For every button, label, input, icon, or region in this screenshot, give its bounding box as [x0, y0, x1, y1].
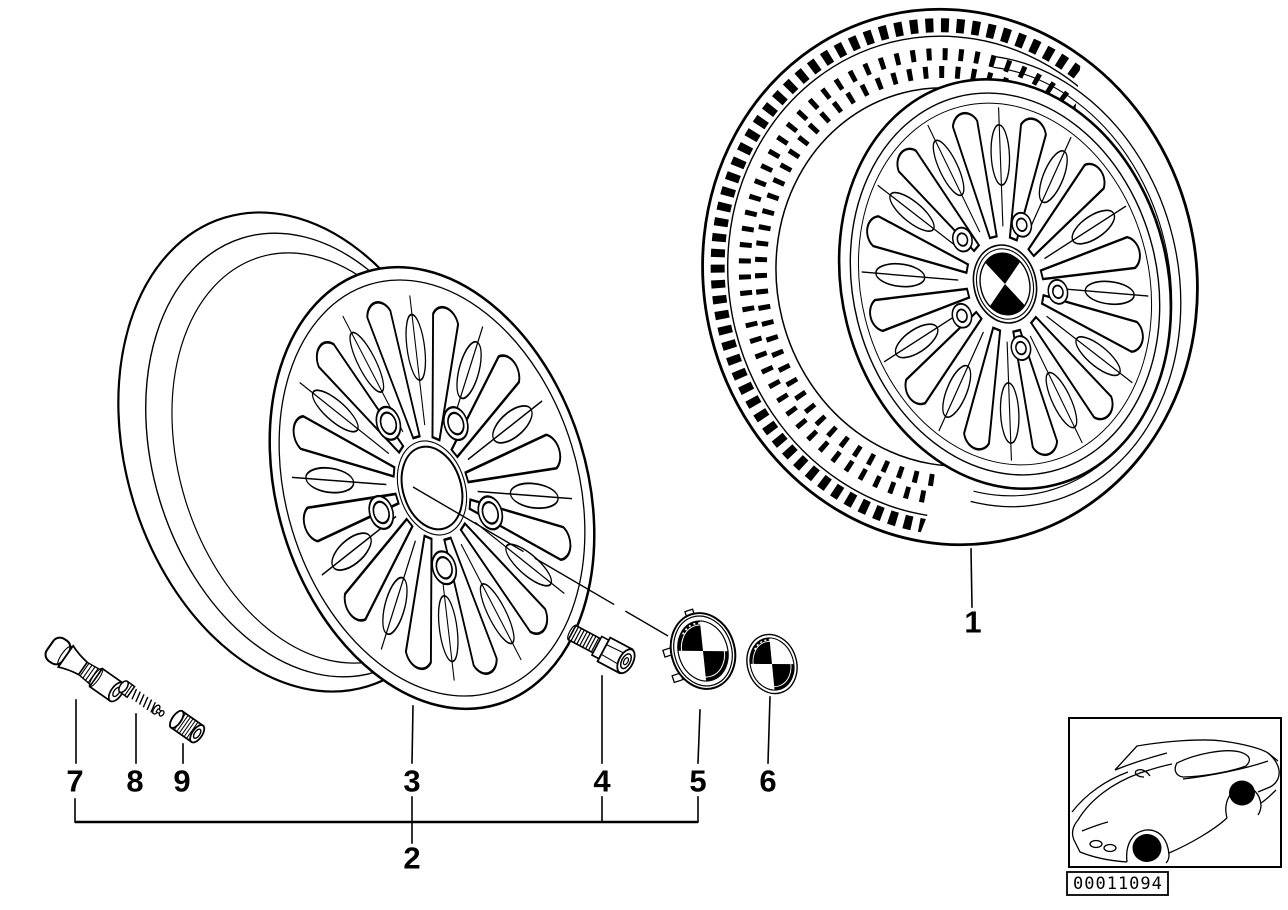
callout-line-3: [411, 705, 414, 764]
valve-cap: [168, 709, 206, 744]
callout-line-1: [970, 548, 973, 608]
rim-center-bore: [386, 432, 477, 543]
callout-label-9: 9: [173, 764, 190, 799]
center-roundel-icon: [965, 238, 1044, 329]
callout-line-5: [697, 709, 701, 764]
car-thumbnail-box: [1068, 717, 1282, 868]
complete-wheel-with-tire: 1: [701, 7, 1199, 640]
cap-roundel-icon: [677, 620, 729, 682]
callout-label-3: 3: [403, 764, 420, 799]
callout-label-6: 6: [759, 764, 776, 799]
emblem-badge: [746, 633, 798, 695]
assembly-leader-line: [412, 486, 669, 637]
diagram-code: 00011094: [1073, 874, 1163, 894]
highlighted-front-wheel: [1132, 834, 1162, 862]
callout-label-4: 4: [593, 764, 611, 799]
callout-label-1: 1: [964, 605, 981, 640]
wheel-face: [837, 78, 1173, 490]
alloy-rim: [117, 211, 596, 711]
core-spring: [131, 688, 156, 713]
callout-line-6: [767, 696, 771, 764]
callout-label-8: 8: [126, 764, 143, 799]
rim-face: [268, 265, 596, 711]
bolt-threads: [570, 626, 600, 652]
valve-threads: [79, 662, 99, 683]
sedan-outline-icon: [1071, 739, 1280, 864]
valve-core: [118, 680, 165, 717]
hub-cap: [662, 608, 737, 690]
callout-label-5: 5: [689, 764, 706, 799]
wheel-bolt: [567, 624, 636, 675]
callout-label-2: 2: [403, 841, 420, 876]
diagram-code-box: 00011094: [1066, 871, 1169, 896]
bracket-group-2: 2: [74, 796, 699, 876]
callout-label-7: 7: [66, 764, 83, 799]
valve-stem: [44, 636, 126, 703]
highlighted-rear-wheel: [1229, 780, 1255, 806]
emblem-roundel-icon: [749, 637, 795, 691]
